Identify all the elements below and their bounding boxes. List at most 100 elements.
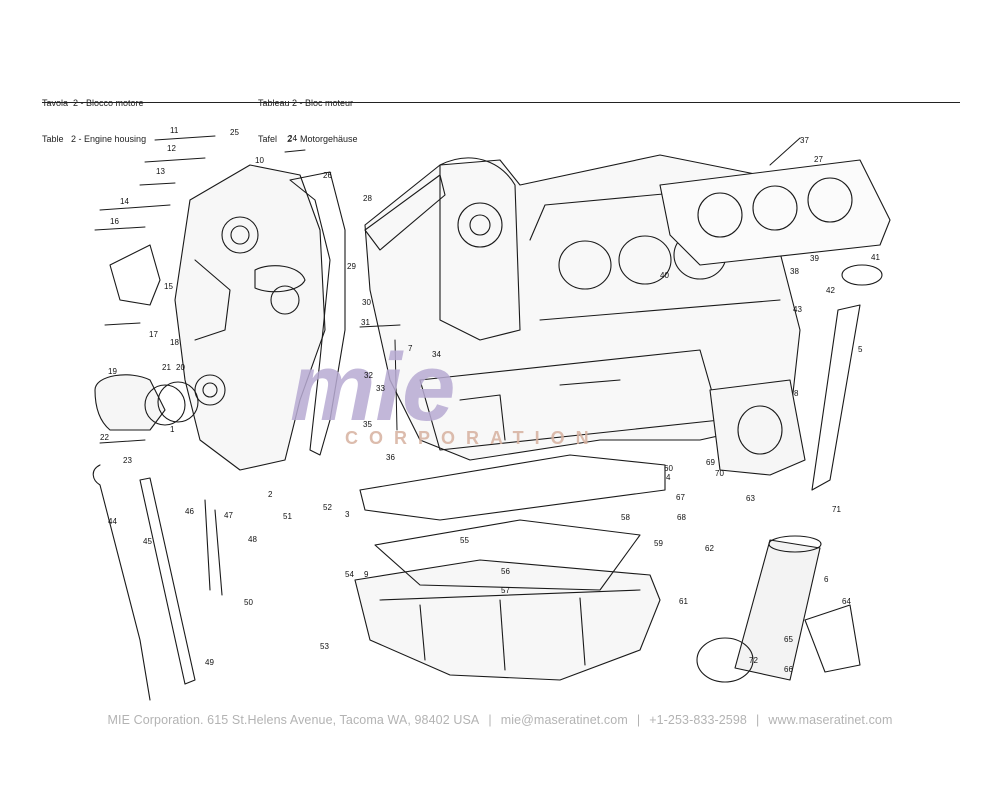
oil-filler-tube [811,304,861,491]
callout-53: 53 [320,642,329,651]
callout-30: 30 [362,298,371,307]
watermark-sub-text: CORPORATION [345,428,600,448]
title-italian: Tavola 2 - Blocco motore [42,98,144,108]
callout-2: 2 [268,490,273,499]
footer-email-link[interactable]: mie@maseratinet.com [500,713,628,727]
callout-11: 11 [170,126,179,135]
callout-46: 46 [185,507,194,516]
callout-34: 34 [432,350,441,359]
callout-29: 29 [347,262,356,271]
stud-47 [214,509,223,596]
callout-36: 36 [386,453,395,462]
callout-24: 24 [288,134,297,143]
head-gasket [659,159,891,266]
title-french: Tableau 2 - Bloc moteur [258,98,354,108]
callout-7: 7 [408,344,413,353]
callout-59: 59 [654,539,663,548]
callout-49: 49 [205,658,214,667]
callout-58: 58 [621,513,630,522]
callout-3: 3 [345,510,350,519]
callout-5: 5 [858,345,863,354]
callout-38: 38 [790,267,799,276]
callout-68: 68 [677,513,686,522]
callout-42: 42 [826,286,835,295]
callout-65: 65 [784,635,793,644]
liner-o-ring [696,637,754,683]
footer-separator: | [488,713,492,727]
oil-filler-cap [841,264,883,286]
footer-company: MIE Corporation. 615 St.Helens Avenue, T… [107,713,480,727]
callout-17: 17 [149,330,158,339]
footer-separator: | [636,713,641,727]
callout-14: 14 [120,197,129,206]
callout-72: 72 [749,656,758,665]
dipstick-tube [139,477,196,685]
callout-35: 35 [363,420,372,429]
callout-25: 25 [230,128,239,137]
oil-pan-gasket [359,454,666,521]
callout-1: 1 [170,425,175,434]
callout-40: 40 [660,271,669,280]
callout-48: 48 [248,535,257,544]
callout-31: 31 [361,318,370,327]
watermark-logo-text: mie [290,334,455,441]
callout-20: 20 [176,363,185,372]
callout-63: 63 [746,494,755,503]
callout-4: 4 [666,473,671,482]
footer-separator: | [755,713,760,727]
callout-19: 19 [108,367,117,376]
callout-60: 60 [664,464,673,473]
callout-13: 13 [156,167,165,176]
callout-57: 57 [501,586,510,595]
callout-22: 22 [100,433,109,442]
bellhousing-adapter [709,379,806,476]
callout-33: 33 [376,384,385,393]
header-divider [42,102,960,103]
callout-43: 43 [793,305,802,314]
title-german: Tafel 2 - Motorgehäuse [258,134,358,144]
title-english: Table 2 - Engine housing [42,134,147,144]
callout-62: 62 [705,544,714,553]
cylinder-liner [734,535,822,681]
callout-61: 61 [679,597,688,606]
table-title-fr-de: Tableau 2 - Bloc moteur Tafel 2 - Motorg… [258,73,358,157]
callout-6: 6 [824,575,829,584]
callout-71: 71 [832,505,841,514]
timing-cover-gasket [289,171,346,456]
callout-21: 21 [162,363,171,372]
callout-69: 69 [706,458,715,467]
callout-55: 55 [460,536,469,545]
oil-pan-baffle [374,519,641,591]
callout-39: 39 [810,254,819,263]
callout-50: 50 [244,598,253,607]
callout-56: 56 [501,567,510,576]
callout-18: 18 [170,338,179,347]
callout-12: 12 [167,144,176,153]
callout-27: 27 [814,155,823,164]
callout-54: 54 [345,570,354,579]
callout-16: 16 [110,217,119,226]
callout-28: 28 [363,194,372,203]
callout-52: 52 [323,503,332,512]
engine-mount [804,604,861,673]
callout-15: 15 [164,282,173,291]
callout-66: 66 [784,665,793,674]
watermark-logo: mie CORPORATION [290,334,600,448]
footer-website-link[interactable]: www.maseratinet.com [768,713,893,727]
callout-64: 64 [842,597,851,606]
callout-9: 9 [364,570,369,579]
callout-51: 51 [283,512,292,521]
callout-67: 67 [676,493,685,502]
callout-23: 23 [123,456,132,465]
callout-41: 41 [871,253,880,262]
callout-45: 45 [143,537,152,546]
bolts [94,135,801,444]
footer-phone: +1-253-833-2598 [649,713,747,727]
callout-44: 44 [108,517,117,526]
footer-contact-bar: MIE Corporation. 615 St.Helens Avenue, T… [0,713,1000,727]
dipstick [92,464,151,701]
table-title-it-en: Tavola 2 - Blocco motore Table 2 - Engin… [42,73,146,157]
callout-8: 8 [794,389,799,398]
callout-37: 37 [800,136,809,145]
